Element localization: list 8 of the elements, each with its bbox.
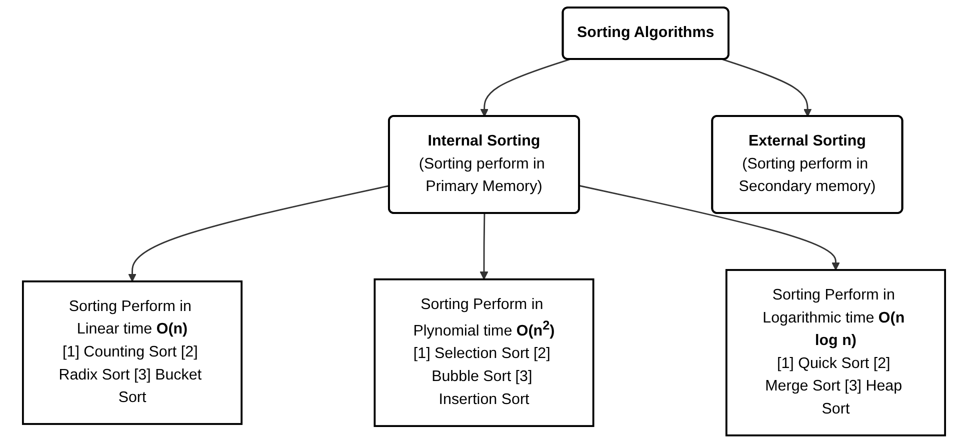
arrow (128, 185, 390, 282)
node-box: Sorting Perform in Linear time O(n) [1] Counting Sort [2] Radix Sort [3] Bucket Sort (22, 280, 243, 425)
arrow (480, 213, 488, 280)
node-box: Sorting Perform in Plynomial time O(n$^{2}$) [1] Selection Sort [2] Bubble Sort [3] Insertion Sort (374, 278, 594, 427)
arrow (722, 58, 812, 117)
arrow (480, 58, 570, 117)
node-box: Sorting Perform in Logarithmic time O(n log n) [1] Quick Sort [2] Merge Sort [3] Heap Sort (725, 269, 946, 436)
arrow (579, 185, 840, 270)
